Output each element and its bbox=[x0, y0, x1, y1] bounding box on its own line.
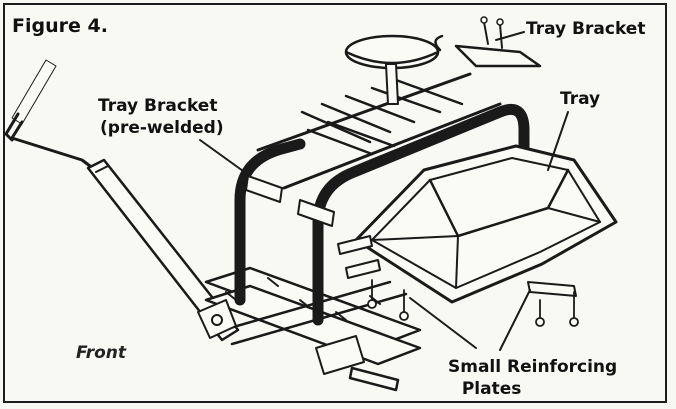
label-tray-bracket-prewelded: Tray Bracket (pre-welded) bbox=[98, 95, 224, 139]
label-tray: Tray bbox=[560, 89, 601, 109]
tray-bracket-top bbox=[434, 16, 542, 68]
tray bbox=[354, 144, 618, 304]
label-small-reinforcing-plates: Small Reinforcing Plates bbox=[448, 356, 617, 400]
label-tray-bracket-prewelded-line1: Tray Bracket bbox=[98, 96, 218, 116]
base-frame bbox=[197, 266, 422, 392]
tray-bracket-prewelded bbox=[234, 103, 530, 326]
label-front: Front bbox=[76, 343, 127, 363]
figure-title: Figure 4. bbox=[12, 15, 108, 37]
upper-frame bbox=[256, 72, 502, 190]
label-tray-bracket-prewelded-line2: (pre-welded) bbox=[100, 118, 224, 138]
reinforcing-plates bbox=[337, 235, 579, 327]
label-small-reinforcing-plates-line2: Plates bbox=[461, 379, 522, 399]
leader-lines bbox=[199, 31, 569, 351]
label-tray-bracket: Tray Bracket bbox=[526, 19, 646, 39]
label-small-reinforcing-plates-line1: Small Reinforcing bbox=[448, 357, 618, 377]
seat bbox=[344, 34, 440, 105]
handle bbox=[4, 59, 240, 342]
